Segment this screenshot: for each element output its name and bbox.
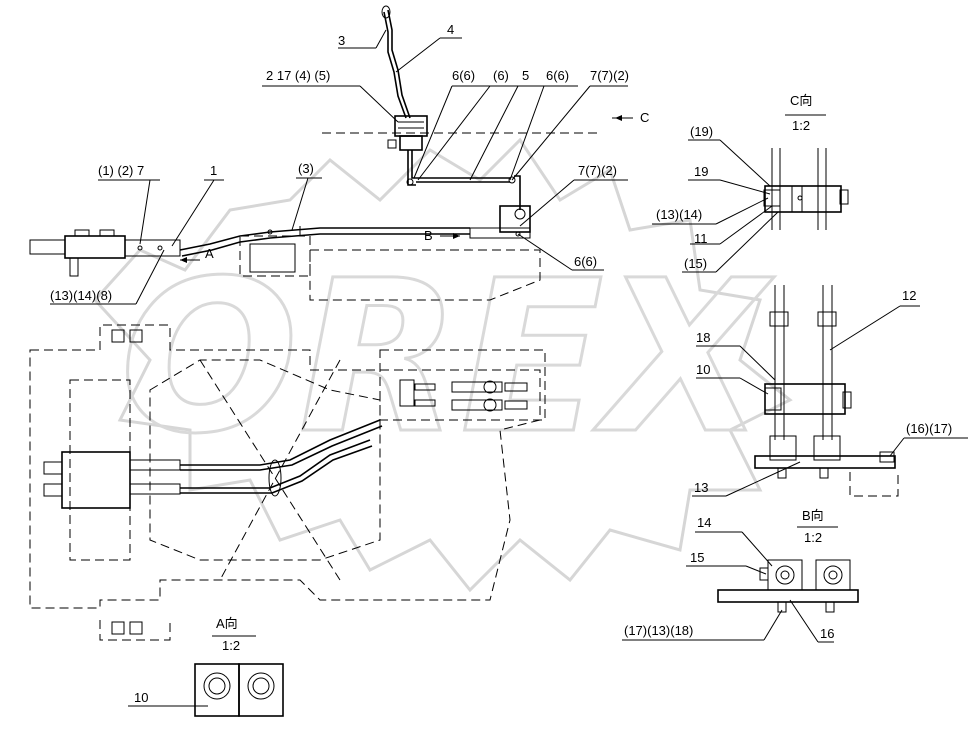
control-lever [381,5,521,210]
frame-top-outline [309,249,541,301]
callout-18: 18 [696,330,710,345]
callout-15: 15 [690,550,704,565]
view-arrow-b: B [424,228,433,243]
view-arrow-c: C [640,110,649,125]
callout-17-13-18: (17)(13)(18) [624,623,693,638]
control-valve-top [469,205,531,239]
callout-13-14: (13)(14) [656,207,702,222]
a-view-detail [194,663,284,717]
a-view-title: A向 [216,616,238,631]
callout-3: 3 [338,33,345,48]
view-arrows [180,115,633,263]
callout-19a: (19) [690,124,713,139]
callouts: 3 4 2 17 (4) (5) 6(6) (6) 5 6(6) 7(7)(2)… [50,22,952,705]
view-arrow-a: A [205,246,214,261]
callout-13-14-8: (13)(14)(8) [50,288,112,303]
callout-16-17: (16)(17) [906,421,952,436]
callout-10b: 10 [134,690,148,705]
callout-14: 14 [697,515,711,530]
callout-6-b: (6) [493,68,509,83]
b-view-detail [717,559,859,613]
callout-15a: (15) [684,256,707,271]
watermark: OREX [92,137,793,593]
machine-outline [29,324,541,641]
callout-2-17-4-5: 2 17 (4) (5) [266,68,330,83]
callout-7-7-2-a: 7(7)(2) [590,68,629,83]
c-view-title: C向 [790,93,812,108]
callout-5: 5 [522,68,529,83]
main-valve [43,419,383,509]
b-section-detail [754,285,899,497]
leader-lines [50,29,968,707]
a-view-scale: 1:2 [222,638,240,653]
watermark-text: OREX [120,235,775,480]
callout-1: 1 [210,163,217,178]
valve-bank [379,349,546,421]
callout-4: 4 [447,22,454,37]
left-valve-block [29,229,181,277]
callout-6-6-a: 6(6) [452,68,475,83]
callout-16: 16 [820,626,834,641]
callout-19: 19 [694,164,708,179]
b-view-scale: 1:2 [804,530,822,545]
callout-6-6-c: 6(6) [574,254,597,269]
callout-11: 11 [694,231,708,246]
callout-7-7-2-b: 7(7)(2) [578,163,617,178]
b-view-title: B向 [802,508,824,523]
callout-3b: (3) [298,161,314,176]
callout-10a: 10 [696,362,710,377]
callout-12: 12 [902,288,916,303]
callout-1-2-7: (1) (2) 7 [98,163,144,178]
c-view-detail [763,148,849,230]
callout-6-6-b: 6(6) [546,68,569,83]
cable-run [179,226,470,257]
callout-13: 13 [694,480,708,495]
c-view-scale: 1:2 [792,118,810,133]
